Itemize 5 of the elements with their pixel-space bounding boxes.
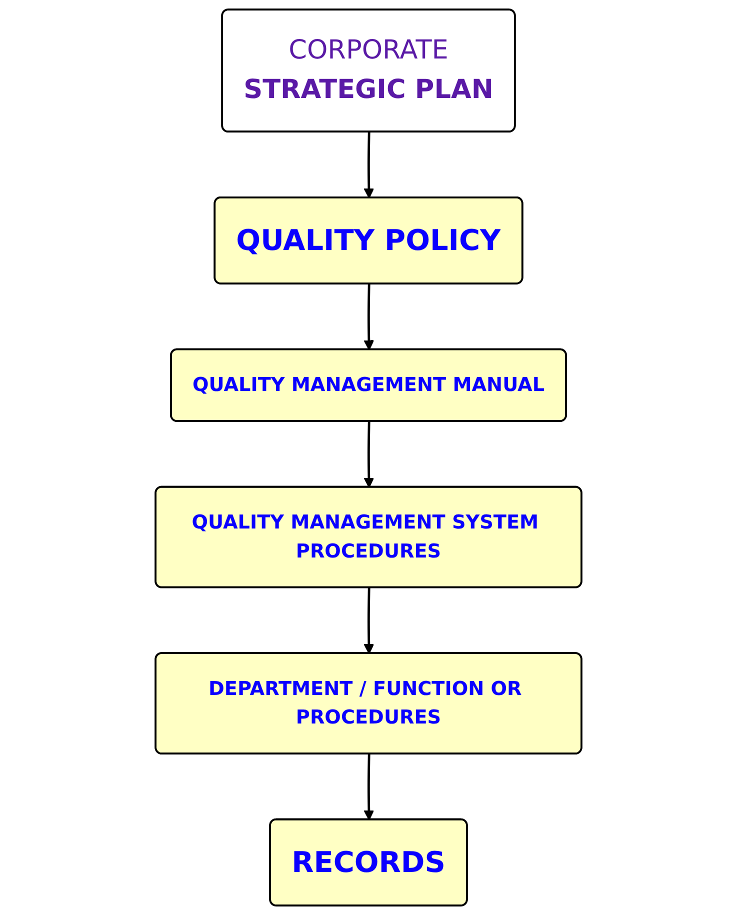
arrow: [364, 132, 374, 198]
arrow: [364, 754, 374, 820]
arrow: [364, 422, 374, 488]
arrow: [364, 588, 374, 654]
arrow: [364, 284, 374, 350]
